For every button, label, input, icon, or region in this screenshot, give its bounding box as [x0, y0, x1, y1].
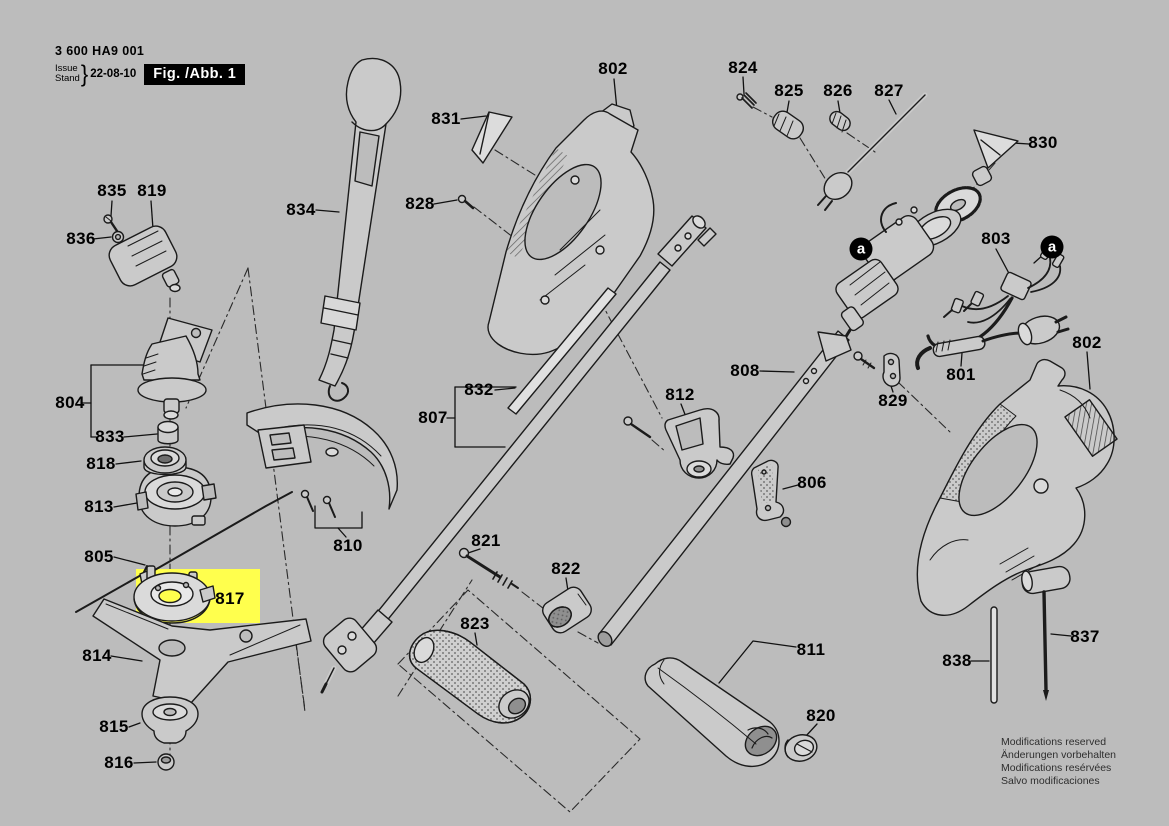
part-label-823[interactable]: 823: [460, 614, 490, 633]
part-813-spool: [135, 466, 217, 527]
part-label-820[interactable]: 820: [806, 706, 836, 725]
part-817-spool-holder: [133, 565, 216, 624]
issue-date: 22-08-10: [90, 68, 137, 80]
part-831-wedge: [471, 111, 513, 164]
part-836-washer: [111, 230, 125, 244]
part-833-sleeve: [157, 420, 179, 445]
part-824-screw: [736, 92, 757, 109]
part-label-806[interactable]: 806: [797, 473, 827, 492]
part-806-clip: [750, 459, 792, 528]
part-801-cord: [915, 315, 1070, 370]
part-838-rod: [990, 606, 998, 704]
part-label-804[interactable]: 804: [55, 393, 85, 412]
part-label-825[interactable]: 825: [774, 81, 804, 100]
part-804-head: [137, 317, 213, 420]
part-812-bracket: [623, 408, 735, 479]
notice-line-de: Änderungen vorbehalten: [1001, 749, 1117, 761]
part-label-822[interactable]: 822: [551, 559, 581, 578]
part-label-832[interactable]: 832: [464, 380, 494, 399]
part-829-clamp: [853, 351, 901, 387]
part-837-tool: [1021, 565, 1071, 701]
part-811-cone: [644, 657, 780, 767]
part-label-836[interactable]: 836: [66, 229, 96, 248]
part-motor-assembly: [835, 165, 993, 349]
modification-notice: Modifications reserved Änderungen vorbeh…: [1001, 736, 1116, 788]
part-label-813[interactable]: 813: [84, 497, 114, 516]
drawing-header: 3 600 HA9 001 Issue Stand } 22-08-10 Fig…: [55, 44, 246, 87]
part-label-830[interactable]: 830: [1028, 133, 1058, 152]
part-label-831[interactable]: 831: [431, 109, 461, 128]
part-label-818[interactable]: 818: [86, 454, 116, 473]
part-807-shaft: [320, 215, 717, 694]
part-label-808[interactable]: 808: [730, 361, 760, 380]
detail-badge-a: a: [1040, 235, 1064, 259]
part-label-814[interactable]: 814: [82, 646, 112, 665]
part-832-strip: [507, 287, 617, 415]
part-818-bearing: [143, 446, 187, 476]
part-label-816[interactable]: 816: [104, 753, 134, 772]
part-808-shaft-tube: [597, 330, 852, 648]
part-label-812[interactable]: 812: [665, 385, 695, 404]
stand-label: Stand: [55, 73, 80, 84]
part-835-screw: [103, 214, 119, 233]
part-label-802-top[interactable]: 802: [598, 59, 628, 78]
part-label-803[interactable]: 803: [981, 229, 1011, 248]
part-827-lever: [817, 92, 928, 211]
part-label-811[interactable]: 811: [796, 640, 826, 659]
part-816-nut: [157, 753, 175, 771]
detail-badge-a: a: [849, 237, 873, 261]
part-label-819[interactable]: 819: [137, 181, 167, 200]
part-label-834[interactable]: 834: [286, 200, 316, 219]
notice-line-es: Salvo modificaciones: [1001, 775, 1100, 787]
part-830-wedge: [973, 129, 1019, 169]
part-834-strap: [318, 57, 402, 402]
part-810-guard: [246, 403, 398, 518]
part-label-837[interactable]: 837: [1070, 627, 1100, 646]
part-label-810[interactable]: 810: [333, 536, 363, 555]
part-label-835[interactable]: 835: [97, 181, 127, 200]
part-803-wiring: [926, 245, 1065, 350]
part-819-cap: [108, 225, 181, 293]
notice-line-fr: Modifications resérvées: [1001, 762, 1112, 774]
part-label-805[interactable]: 805: [84, 547, 114, 566]
part-802-housing-right: [916, 358, 1118, 616]
part-label-807[interactable]: 807: [418, 408, 448, 427]
part-822-clamp: [542, 586, 592, 634]
part-label-824[interactable]: 824: [728, 58, 758, 77]
part-label-827[interactable]: 827: [874, 81, 904, 100]
brace-glyph: }: [80, 60, 89, 87]
document-number: 3 600 HA9 001: [55, 44, 145, 58]
part-label-802-right[interactable]: 802: [1072, 333, 1102, 352]
part-label-826[interactable]: 826: [823, 81, 853, 100]
part-label-817[interactable]: 817: [215, 589, 245, 608]
part-828-screw: [457, 194, 475, 210]
part-label-829[interactable]: 829: [878, 391, 908, 410]
part-823-grip: [409, 629, 531, 724]
part-814-blade: [92, 598, 312, 705]
part-821-bolt: [458, 547, 519, 589]
part-label-821[interactable]: 821: [471, 531, 501, 550]
notice-line-en: Modifications reserved: [1001, 736, 1107, 748]
part-826-spring: [829, 110, 851, 133]
part-label-815[interactable]: 815: [99, 717, 129, 736]
part-815-cup: [141, 696, 199, 744]
part-label-833[interactable]: 833: [95, 427, 125, 446]
part-label-838[interactable]: 838: [942, 651, 972, 670]
part-820-cap: [784, 734, 818, 762]
figure-label: Fig. /Abb. 1: [144, 63, 246, 85]
part-825-cylinder: [771, 110, 805, 140]
part-label-801[interactable]: 801: [946, 365, 976, 384]
issue-label: Issue: [55, 63, 78, 74]
part-label-828[interactable]: 828: [405, 194, 435, 213]
